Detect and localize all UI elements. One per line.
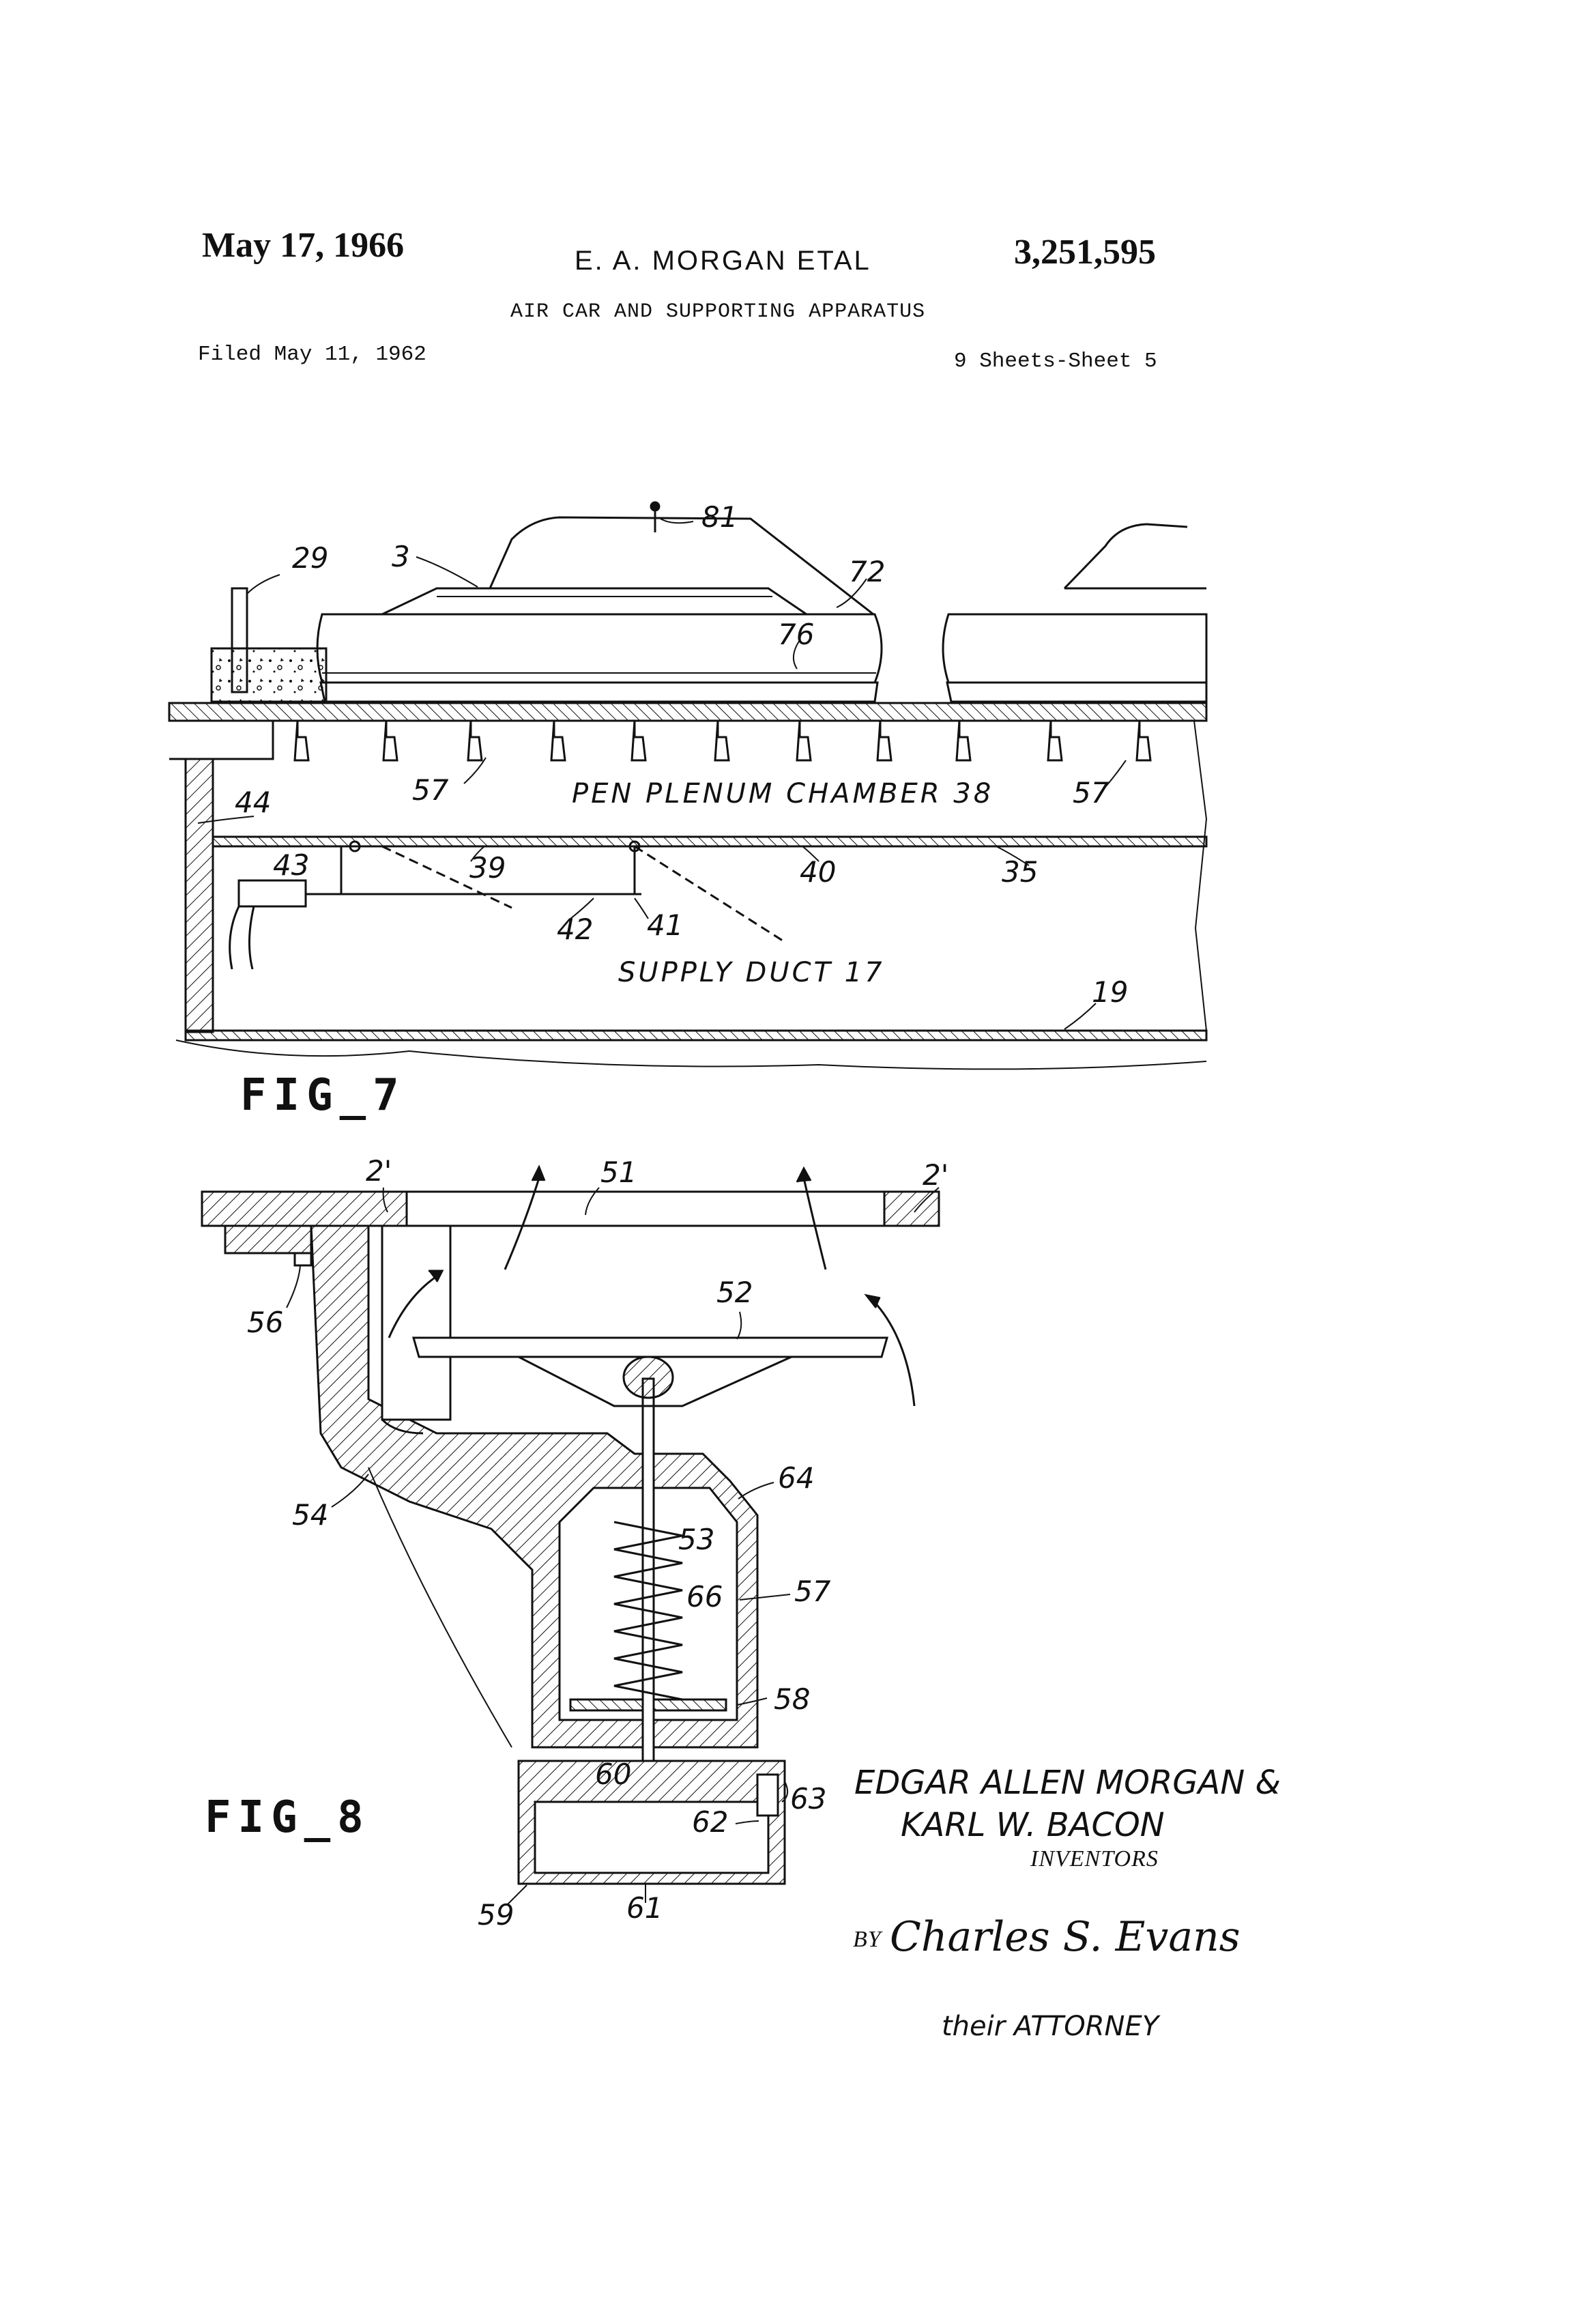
filed-date: Filed May 11, 1962 — [198, 343, 426, 367]
ref-81: 81 — [701, 500, 738, 534]
car-dome-1 — [489, 516, 874, 616]
ref-66: 66 — [686, 1580, 723, 1613]
inventor-name: E. A. MORGAN ETAL — [575, 246, 871, 276]
ref-42: 42 — [557, 913, 593, 946]
patent-number: 3,251,595 — [1014, 233, 1156, 272]
sheet-count: 9 Sheets-Sheet 5 — [954, 349, 1157, 373]
figure-8 — [201, 1164, 940, 1905]
ref-19: 19 — [1092, 975, 1128, 1009]
car-canopy-base — [381, 587, 810, 616]
car-dome-2 — [1063, 523, 1188, 590]
ref-53: 53 — [678, 1523, 714, 1556]
ref-44: 44 — [235, 786, 271, 819]
ref-3: 3 — [392, 540, 410, 573]
deck-surface — [168, 702, 1208, 722]
car-skirt-76 — [319, 681, 879, 703]
left-wall — [184, 758, 214, 1033]
figure-7 — [168, 501, 1208, 1070]
ref-58: 58 — [774, 1682, 810, 1716]
spring-66 — [613, 1521, 683, 1701]
inventor-line-1: EDGAR ALLEN MORGAN & — [854, 1764, 1281, 1802]
ref-60: 60 — [595, 1758, 631, 1791]
ref-72: 72 — [849, 555, 885, 588]
ref-56: 56 — [247, 1306, 283, 1339]
ref-64: 64 — [778, 1461, 814, 1495]
car-body-2 — [942, 613, 1208, 684]
patent-title: AIR CAR AND SUPPORTING APPARATUS — [510, 300, 926, 324]
plenum-floor-35 — [212, 835, 1208, 848]
supply-duct-label: SUPPLY DUCT 17 — [618, 957, 885, 988]
ref-52: 52 — [716, 1276, 753, 1309]
fig8-caption: FIG_8 — [205, 1792, 371, 1843]
screw-56 — [293, 1252, 313, 1267]
attorney-signature: Charles S. Evans — [890, 1913, 1241, 1961]
ref-29: 29 — [292, 541, 328, 575]
ref-54: 54 — [292, 1498, 328, 1532]
ref-57a: 57 — [412, 773, 449, 807]
ref-35: 35 — [1002, 855, 1038, 889]
ref-2-prime-a: 2' — [366, 1154, 392, 1188]
disc-52 — [412, 1336, 888, 1358]
ref-57b: 57 — [1073, 776, 1109, 809]
damper-mechanism — [229, 840, 785, 970]
concrete-block — [210, 647, 328, 703]
fig7-caption: FIG_7 — [240, 1070, 406, 1121]
ref-63: 63 — [790, 1782, 826, 1816]
inventors-label: INVENTORS — [1030, 1846, 1159, 1871]
inventor-line-2: KARL W. BACON — [901, 1806, 1165, 1844]
ref-39: 39 — [469, 851, 506, 885]
ref-51: 51 — [600, 1156, 637, 1189]
ref-59: 59 — [478, 1898, 514, 1932]
ref-62: 62 — [692, 1805, 728, 1839]
ref-40: 40 — [800, 855, 836, 889]
left-channel — [169, 719, 274, 760]
ref-76: 76 — [778, 618, 814, 651]
patent-date: May 17, 1966 — [202, 226, 405, 265]
ref-41: 41 — [647, 908, 683, 942]
ref-61: 61 — [626, 1891, 663, 1925]
by-label: BY — [853, 1927, 883, 1952]
ref-43: 43 — [273, 848, 309, 882]
plenum-chamber-label: PEN PLENUM CHAMBER 38 — [572, 778, 993, 809]
duct-floor-19 — [184, 1029, 1208, 1042]
attorney-label: their ATTORNEY — [942, 2011, 1161, 2042]
ref-2-prime-b: 2' — [923, 1158, 948, 1192]
nozzle-row — [293, 720, 1152, 762]
ref-57: 57 — [794, 1575, 831, 1608]
